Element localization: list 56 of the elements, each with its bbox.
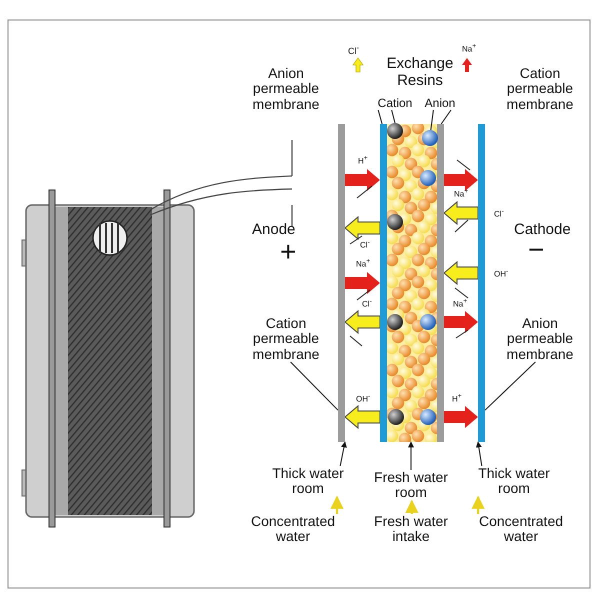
- water-label: Fresh water intake: [366, 514, 456, 545]
- ion-label: Cl$^{-}$: [362, 299, 372, 309]
- room-label: Thick water room: [262, 466, 354, 497]
- water-label: Concentrated water: [466, 514, 576, 545]
- leader-line: [391, 110, 396, 124]
- ion-arrow: [444, 311, 478, 333]
- ion-arrow: [344, 216, 380, 240]
- room-label: Fresh water room: [372, 470, 450, 501]
- leader-line: [440, 110, 452, 124]
- ion-arrow: [344, 310, 380, 334]
- polarity-sign: −: [528, 236, 544, 264]
- ion-label: Na$^{+}$: [453, 299, 468, 309]
- membrane-label: Cation permeable membrane: [240, 316, 332, 362]
- ion-label: Na$^{+}$: [462, 44, 476, 54]
- leader-arrow: [408, 441, 414, 470]
- flow-arrow: [472, 496, 485, 514]
- resin-type-label: Cation: [374, 97, 416, 110]
- ion-label: Na$^{+}$: [454, 189, 468, 199]
- ion-arrow: [443, 200, 478, 226]
- resin-bed: [387, 124, 437, 442]
- ion-label: H$^{+}$: [452, 394, 462, 404]
- leader-line: [378, 110, 383, 124]
- membrane-label: Anion permeable membrane: [240, 66, 332, 112]
- leader-line: [430, 110, 434, 130]
- flow-arrow: [405, 500, 418, 514]
- membrane-bar: [437, 124, 444, 442]
- resin-type-label: Anion: [418, 97, 462, 110]
- electrode-label: Anode: [252, 222, 296, 237]
- leader-line: [290, 362, 338, 411]
- membrane-bar: [338, 124, 345, 442]
- ion-label: Cl$^{-}$: [348, 44, 359, 56]
- ion-label: Cl$^{-}$: [360, 240, 370, 250]
- water-label: Concentrated water: [238, 514, 348, 545]
- membrane-bar: [478, 124, 485, 442]
- leader-line: [484, 362, 536, 411]
- resin-heading: Exchange Resins: [372, 56, 468, 89]
- membrane-label: Cation permeable membrane: [494, 66, 586, 112]
- ion-arrow: [443, 260, 478, 286]
- ion-label: H$^{+}$: [358, 156, 368, 166]
- ion-arrow: [345, 169, 380, 191]
- ion-label: Cl$^{-}$: [494, 209, 504, 219]
- ion-arrow: [344, 404, 380, 430]
- ion-label: Na$^{+}$: [356, 259, 370, 269]
- ion-label: OH$^{-}$: [494, 269, 508, 279]
- ion-arrow: [444, 406, 478, 428]
- leader-arrow: [476, 441, 482, 466]
- leader-arrow: [340, 441, 347, 466]
- membrane-bar: [380, 124, 387, 442]
- ion-arrow: [345, 272, 380, 294]
- ion-label: OH$^{-}$: [356, 394, 370, 404]
- electrode-label: Cathode: [514, 222, 571, 237]
- room-label: Thick water room: [468, 466, 560, 497]
- flow-arrow: [330, 496, 344, 514]
- membrane-label: Anion permeable membrane: [494, 316, 586, 362]
- polarity-sign: +: [280, 238, 296, 266]
- ion-arrow: [444, 169, 478, 191]
